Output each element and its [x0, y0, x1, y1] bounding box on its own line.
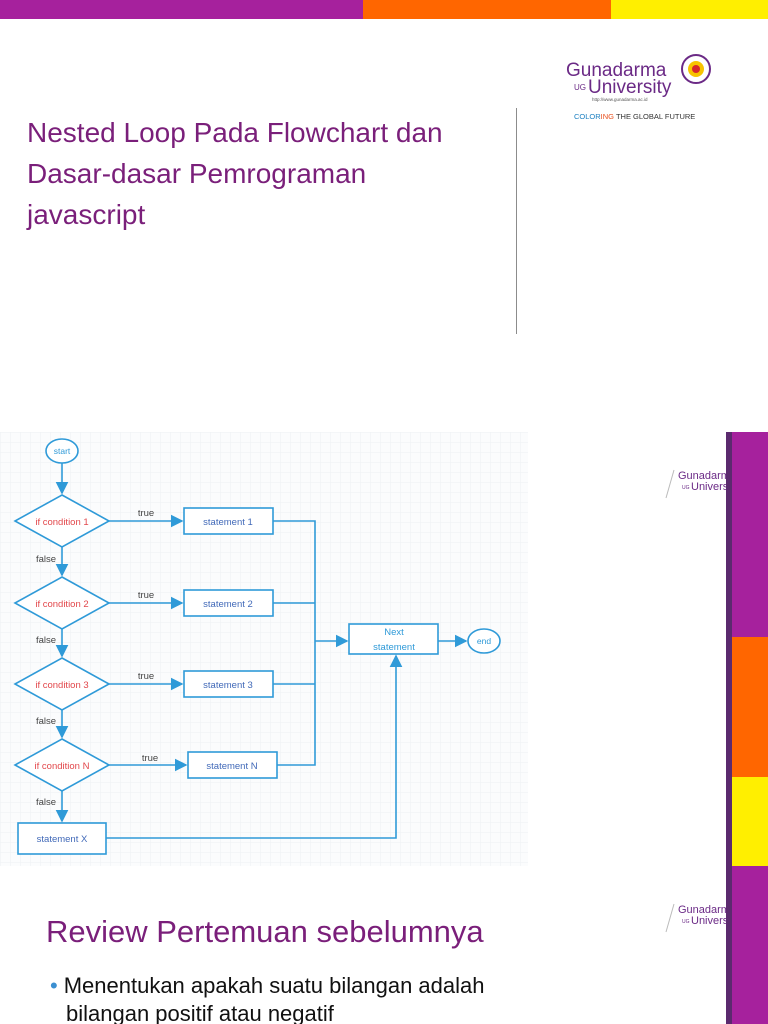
yellow-bar — [611, 0, 768, 19]
bullet-item: •Menentukan apakah suatu bilangan adalah… — [50, 972, 610, 1024]
gunadarma-logo: Gunadarma UG University http://www.gunad… — [566, 54, 711, 121]
svg-text:statement 1: statement 1 — [203, 517, 253, 528]
false-label-3: false — [36, 716, 56, 727]
logo-tagline: COLORING THE GLOBAL FUTURE — [574, 112, 695, 121]
slide-title: Nested Loop Pada Flowchart dan Dasar-das… — [27, 112, 497, 235]
slide-title: Review Pertemuan sebelumnya — [46, 914, 484, 949]
logo-ug-text: UG — [574, 83, 586, 92]
divider-line — [516, 108, 517, 334]
svg-text:Gunadarma: Gunadarma — [678, 470, 737, 482]
flowchart-slide: start if condition 1 true statement 1 fa… — [0, 432, 768, 866]
emblem-icon — [681, 54, 711, 84]
svg-text:Next: Next — [384, 627, 404, 638]
svg-text:end: end — [477, 636, 491, 646]
svg-text:if condition 2: if condition 2 — [35, 599, 88, 610]
svg-text:statement 2: statement 2 — [203, 599, 253, 610]
svg-text:if condition 3: if condition 3 — [35, 680, 88, 691]
bullet-dot-icon: • — [50, 973, 58, 998]
end-node: end — [467, 628, 501, 654]
title-line-3: javascript — [27, 199, 146, 230]
svg-text:Gunadarma: Gunadarma — [678, 904, 737, 916]
svg-text:UG: UG — [682, 919, 690, 925]
title-slide: Nested Loop Pada Flowchart dan Dasar-das… — [0, 0, 768, 430]
title-line-1: Nested Loop Pada Flowchart dan — [27, 117, 443, 148]
statement-1-box: statement 1 — [183, 507, 274, 535]
svg-text:if condition N: if condition N — [35, 761, 90, 772]
false-label-2: false — [36, 635, 56, 646]
flowchart: start if condition 1 true statement 1 fa… — [0, 432, 528, 866]
svg-text:statement N: statement N — [206, 761, 257, 772]
svg-text:statement: statement — [373, 642, 415, 653]
purple-bar — [0, 0, 363, 19]
svg-text:if condition 1: if condition 1 — [35, 517, 88, 528]
svg-text:start: start — [54, 446, 71, 456]
title-line-2: Dasar-dasar Pemrograman — [27, 158, 367, 189]
statement-n-box: statement N — [187, 751, 278, 779]
false-label-n: false — [36, 797, 56, 808]
svg-text:UG: UG — [682, 485, 690, 491]
false-label-1: false — [36, 554, 56, 565]
bullet-text-line-1: Menentukan apakah suatu bilangan adalah — [63, 973, 485, 998]
logo-name-text: Gunadarma — [566, 60, 667, 81]
statement-x-box: statement X — [17, 822, 107, 855]
true-label-1: true — [138, 508, 154, 519]
statement-3-box: statement 3 — [183, 670, 274, 698]
logo-url-text: http://www.gunadarma.ac.id — [592, 97, 648, 102]
statement-2-box: statement 2 — [183, 589, 274, 617]
logo-university-text: University — [588, 77, 672, 98]
orange-bar — [363, 0, 611, 19]
accent-strip — [726, 432, 768, 866]
next-statement-box: Next statement — [348, 623, 439, 655]
svg-text:statement 3: statement 3 — [203, 680, 253, 691]
bullet-text-line-2: bilangan positif atau negatif — [66, 1001, 334, 1024]
true-label-3: true — [138, 671, 154, 682]
true-label-2: true — [138, 590, 154, 601]
svg-text:statement X: statement X — [37, 834, 88, 845]
true-label-n: true — [142, 753, 158, 764]
start-node: start — [45, 438, 79, 464]
accent-strip — [726, 866, 768, 1024]
review-slide: Gunadarma UG University Review Pertemuan… — [0, 866, 768, 1024]
